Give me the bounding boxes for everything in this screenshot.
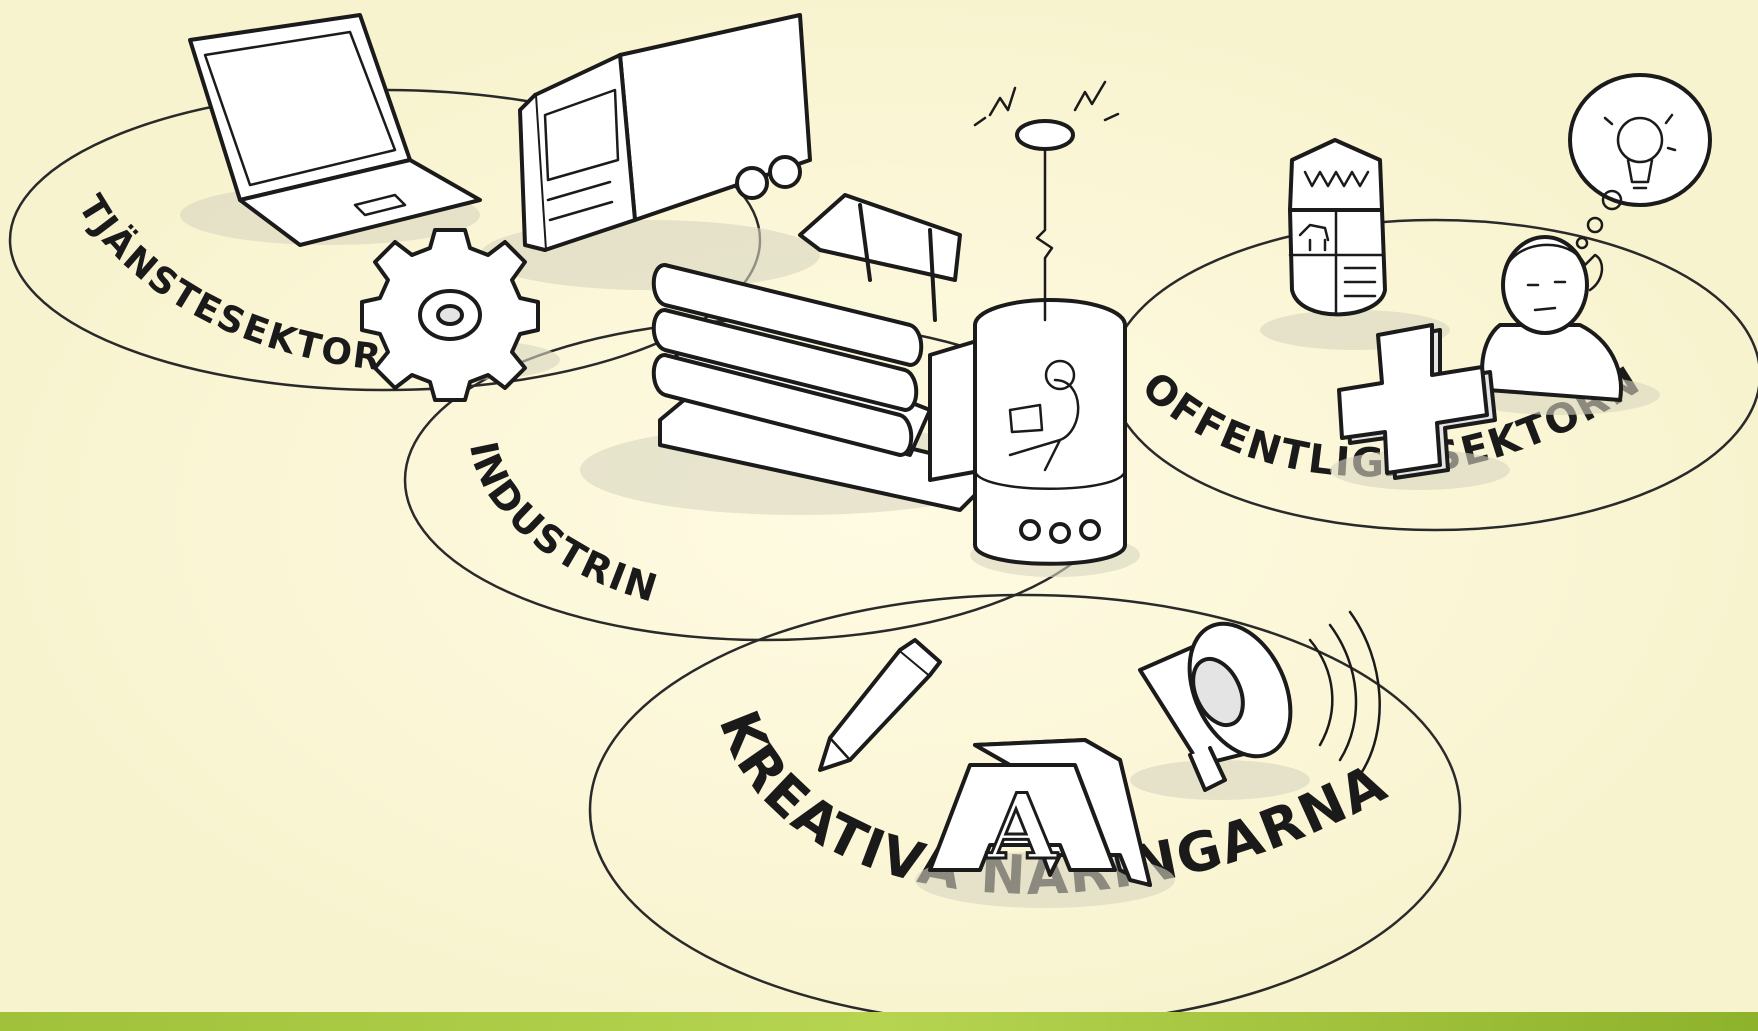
operator-cabin-icon [970,300,1140,577]
bottom-accent-band [0,1012,1758,1031]
letter-a-glyph: A [986,774,1058,880]
